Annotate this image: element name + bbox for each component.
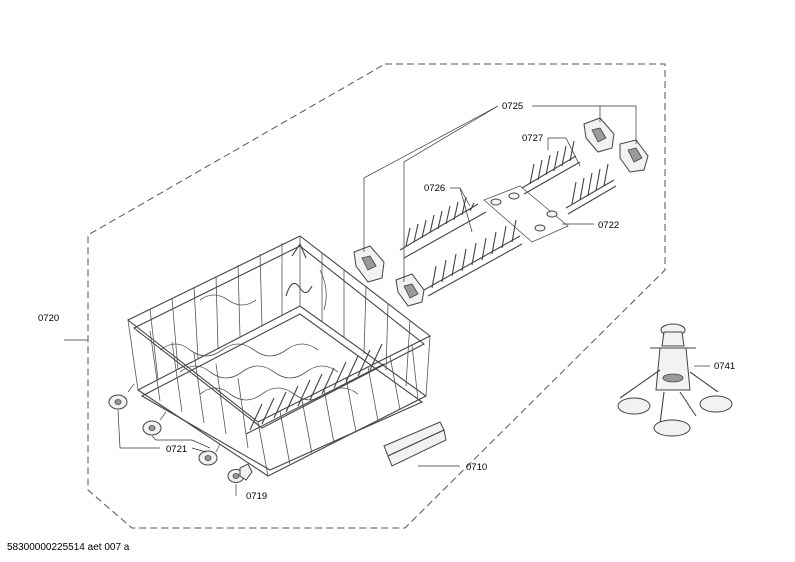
- label-0720: 0720: [38, 313, 59, 324]
- hinge-part[interactable]: [619, 139, 649, 173]
- panel-part[interactable]: [383, 421, 447, 467]
- label-0727: 0727: [522, 133, 543, 144]
- label-0719: 0719: [246, 491, 267, 502]
- wheel-part[interactable]: [142, 420, 162, 436]
- spray-arm-part[interactable]: [617, 323, 733, 437]
- assembly-boundary: [87, 63, 666, 529]
- hinge-part[interactable]: [583, 117, 615, 153]
- document-code: 58300000225514 aet 007 a: [7, 542, 130, 553]
- leader-lines: [64, 105, 710, 496]
- tine-rack-part[interactable]: [399, 196, 487, 259]
- hinge-part[interactable]: [395, 273, 425, 307]
- rail-part[interactable]: [521, 140, 581, 195]
- label-0725: 0725: [502, 101, 523, 112]
- clip-strip-part[interactable]: [483, 185, 569, 243]
- rail-part[interactable]: [565, 163, 617, 215]
- label-0726: 0726: [424, 183, 445, 194]
- wheel-axle: [127, 383, 221, 453]
- clip-part[interactable]: [239, 463, 253, 481]
- hinge-part[interactable]: [353, 245, 385, 283]
- label-0722: 0722: [598, 220, 619, 231]
- tine-rack-part[interactable]: [423, 219, 523, 297]
- label-0710: 0710: [466, 462, 487, 473]
- lower-basket[interactable]: [126, 235, 432, 477]
- label-0721: 0721: [166, 444, 187, 455]
- wheel-part[interactable]: [108, 394, 128, 410]
- wheel-part[interactable]: [198, 450, 218, 466]
- label-0741: 0741: [714, 361, 735, 372]
